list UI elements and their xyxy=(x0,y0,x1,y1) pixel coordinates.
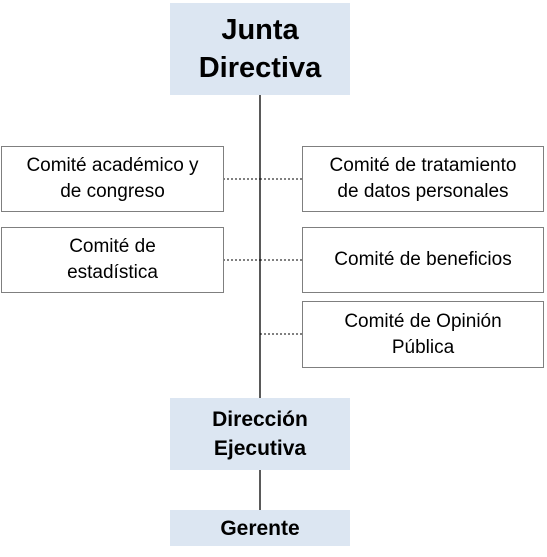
committee-statistics-box: Comité de estadística xyxy=(1,227,224,293)
committee-opinion-label: Comité de Opinión Pública xyxy=(344,310,502,358)
committee-benefits-label: Comité de beneficios xyxy=(334,249,512,270)
executive-label: Dirección Ejecutiva xyxy=(212,408,308,460)
committee-statistics-label: Comité de estadística xyxy=(67,236,158,283)
committee-opinion-box: Comité de Opinión Pública xyxy=(302,301,544,368)
committee-data-box: Comité de tratamiento de datos personale… xyxy=(302,146,544,212)
committee-academic-box: Comité académico y de congreso xyxy=(1,146,224,212)
committee-data-label: Comité de tratamiento de datos personale… xyxy=(329,155,517,202)
manager-box: Gerente xyxy=(170,510,350,546)
board-box: Junta Directiva xyxy=(170,3,350,95)
committee-academic-label: Comité académico y de congreso xyxy=(26,155,199,202)
executive-box: Dirección Ejecutiva xyxy=(170,398,350,470)
manager-label: Gerente xyxy=(220,516,300,540)
board-label: Junta Directiva xyxy=(198,14,322,84)
committee-benefits-box: Comité de beneficios xyxy=(302,227,544,293)
